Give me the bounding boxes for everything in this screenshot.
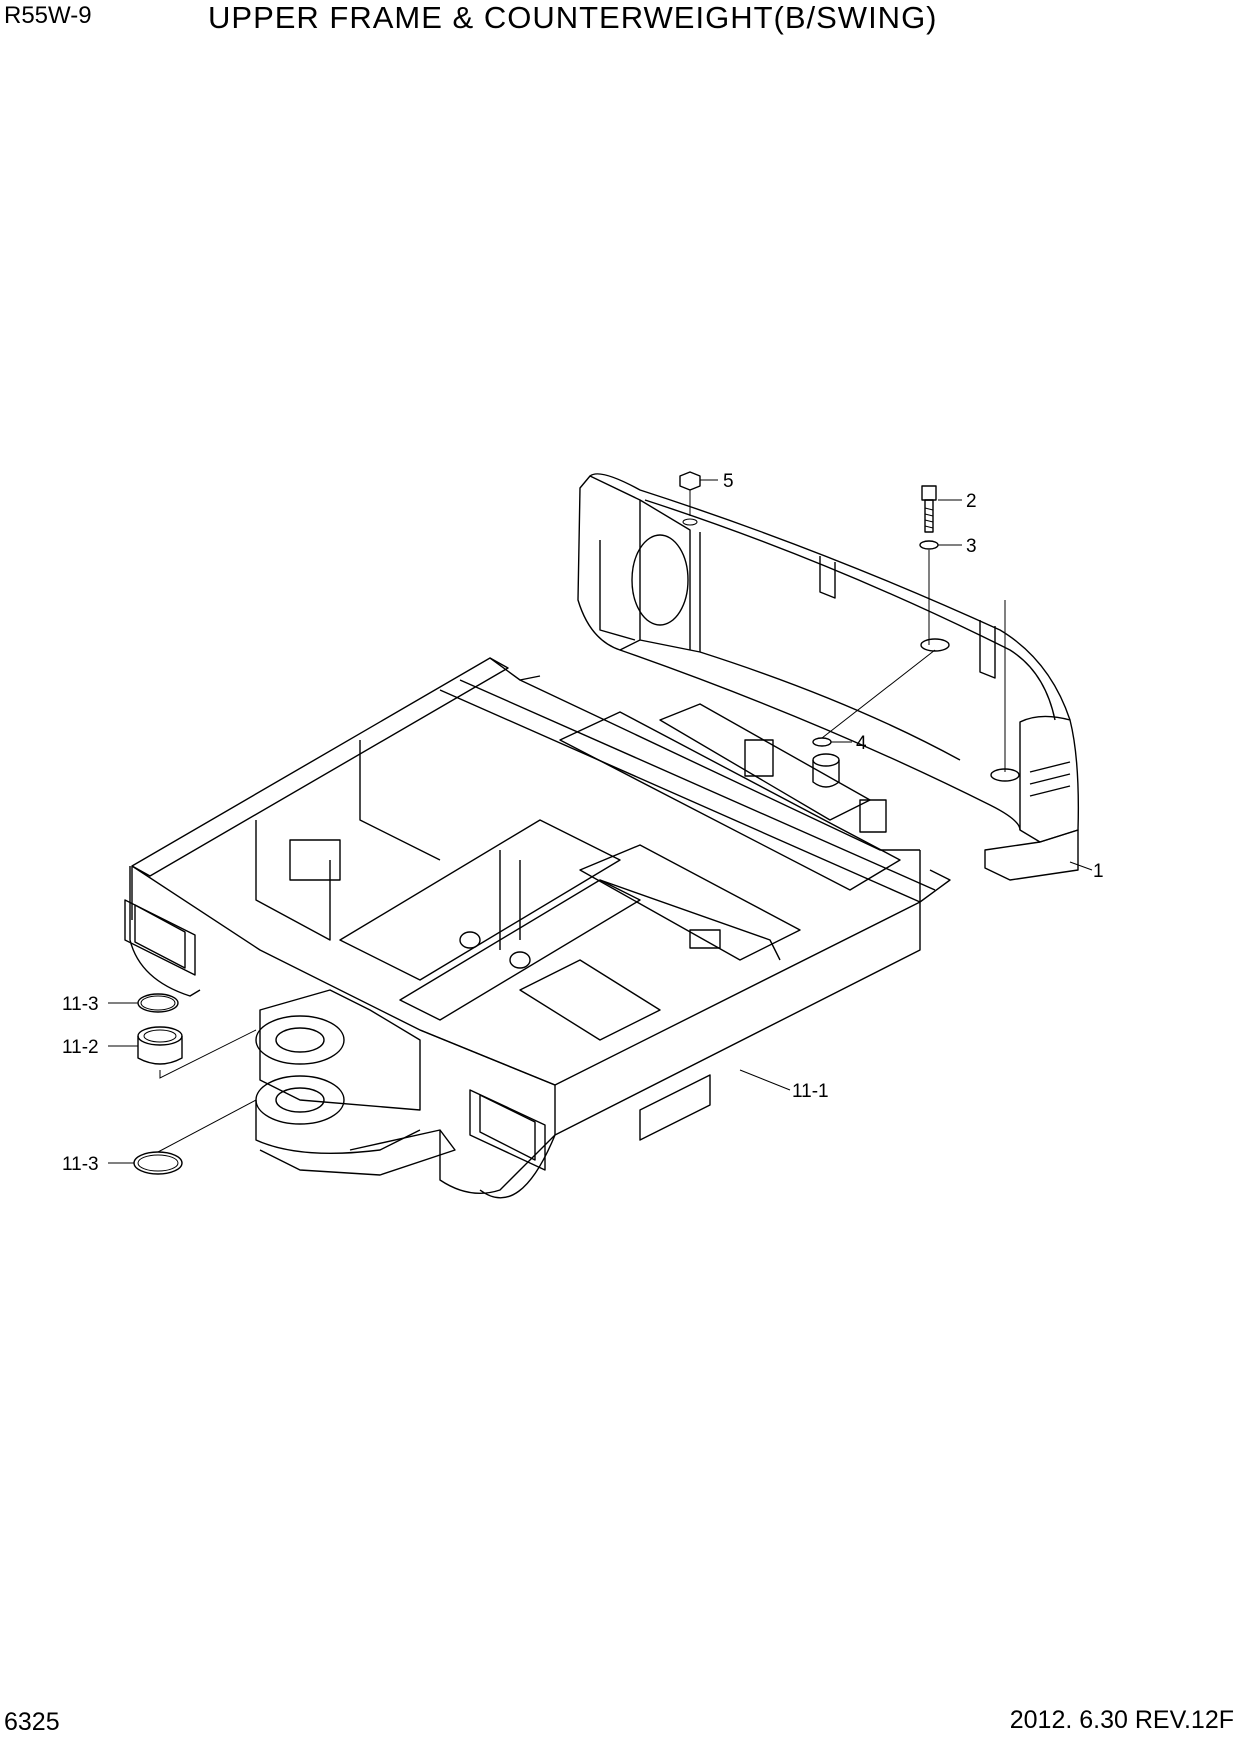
callout-1: 1	[1093, 861, 1104, 882]
callout-11-1: 11-1	[792, 1081, 829, 1102]
callout-11-2: 11-2	[62, 1037, 99, 1058]
counterweight	[577, 473, 1080, 881]
callout-2: 2	[966, 491, 977, 512]
ring-part-upper	[108, 993, 179, 1013]
callout-11-3-lower: 11-3	[62, 1154, 99, 1175]
page-title: UPPER FRAME & COUNTERWEIGHT(B/SWING)	[208, 0, 938, 35]
nut-part	[679, 471, 718, 516]
ring-part-lower	[108, 1099, 257, 1175]
page-number: 6325	[4, 1708, 60, 1736]
bolt-part	[921, 485, 962, 533]
callout-11-3-upper: 11-3	[62, 994, 99, 1015]
spacer-part	[812, 649, 936, 788]
callout-5: 5	[723, 471, 734, 492]
upper-frame	[124, 657, 951, 1199]
leader-line-1	[1069, 861, 1093, 871]
leader-line-11-1	[739, 1069, 791, 1091]
bushing-part	[108, 1026, 257, 1079]
revision-info: 2012. 6.30 REV.12F	[1009, 1706, 1234, 1734]
washer-part	[919, 540, 1006, 772]
callout-4: 4	[856, 733, 867, 754]
callout-3: 3	[966, 536, 977, 557]
model-number: R55W-9	[4, 2, 92, 29]
